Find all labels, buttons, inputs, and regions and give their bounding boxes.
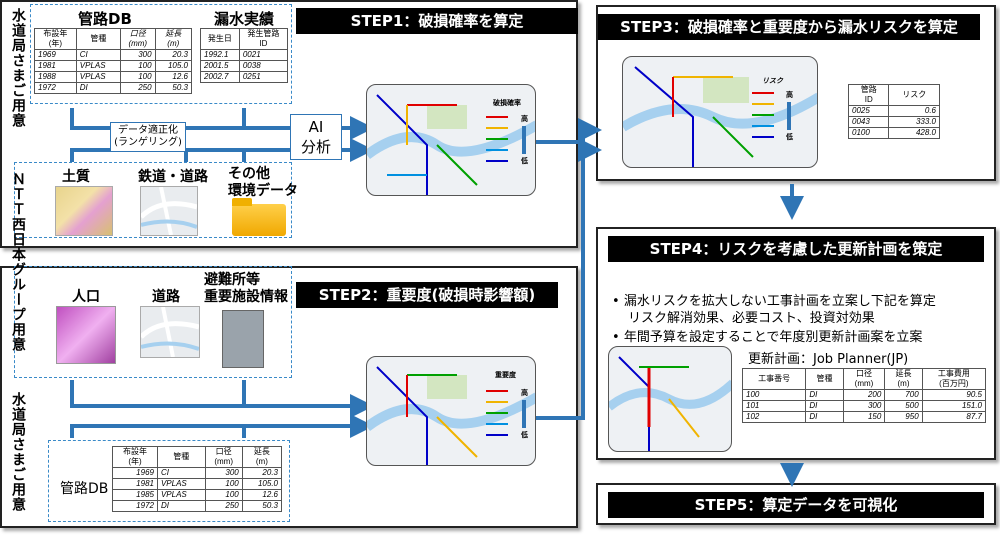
step4-map <box>608 346 732 452</box>
step3-map <box>622 56 818 168</box>
soil-label: 土質 <box>62 169 90 185</box>
step3-legend-swatches <box>752 92 774 138</box>
group-step2-data <box>14 266 292 378</box>
step1-legend-title: 破損確率 <box>493 99 521 107</box>
step2-legend-title: 重要度 <box>495 371 516 379</box>
pipe-db-title: 管路DB <box>78 10 132 28</box>
step3-legend-arrow-icon <box>787 102 791 130</box>
population-map-icon <box>56 306 116 364</box>
label-water-bureau-top: 水道局さまご用意 <box>10 8 26 128</box>
step2-map <box>366 356 536 466</box>
cleansing-box: データ適正化 (ランゲリング) <box>110 122 186 152</box>
group-pipe-db-top <box>30 4 292 104</box>
road-map-icon-2 <box>139 306 200 358</box>
step5-banner: STEP5：算定データを可視化 <box>608 492 984 518</box>
other-env-label: その他 環境データ <box>228 166 298 199</box>
population-label: 人口 <box>72 289 100 305</box>
step2-legend-arrow-icon <box>522 400 526 428</box>
folder-icon <box>232 198 286 236</box>
bottom-pipe-db-title: 管路DB <box>60 481 109 497</box>
step3-legend-low: 低 <box>786 133 793 141</box>
step1-banner: STEP1：破損確率を算定 <box>296 8 578 34</box>
step4-banner: STEP4：リスクを考慮した更新計画を策定 <box>608 236 984 262</box>
label-water-bureau-bottom: 水道局さまご用意 <box>10 392 26 512</box>
road-map-icon <box>139 186 198 236</box>
ai-analysis-box: AI 分析 <box>290 114 342 160</box>
job-planner-title: 更新計画：Job Planner(JP) <box>748 352 909 367</box>
step4-bullet-1-sub: リスク解消効果、必要コスト、投資対効果 <box>628 311 875 326</box>
soil-map-icon <box>55 186 113 236</box>
group-ntt <box>14 162 292 238</box>
step1-map <box>366 84 536 196</box>
step3-legend-title: リスク <box>762 77 783 85</box>
step1-legend-arrow-icon <box>522 126 526 154</box>
step1-legend-swatches <box>486 116 508 162</box>
step3-legend-high: 高 <box>786 91 793 99</box>
step1-legend-high: 高 <box>521 115 528 123</box>
rail-road-label: 鉄道・道路 <box>138 169 208 185</box>
step2-legend-low: 低 <box>521 431 528 439</box>
step2-banner: STEP2：重要度(破損時影響額) <box>296 282 558 308</box>
building-icon <box>222 310 264 368</box>
step4-bullet-1: • 漏水リスクを拡大しない工事計画を立案し下記を算定 <box>612 294 936 309</box>
step3-banner: STEP3：破損確率と重要度から漏水リスクを算定 <box>598 14 980 40</box>
road-label: 道路 <box>152 289 180 305</box>
step4-bullet-2: • 年間予算を設定することで年度別更新計画案を立案 <box>612 330 923 345</box>
leak-records-title: 漏水実績 <box>214 10 275 28</box>
step2-legend-high: 高 <box>521 389 528 397</box>
step1-legend-low: 低 <box>521 157 528 165</box>
facilities-label: 避難所等 重要施設情報 <box>204 272 288 305</box>
label-ntt: ＮＴＴ西日本グループ用意 <box>10 172 26 352</box>
step2-legend-swatches <box>486 390 508 436</box>
group-pipe-db-bottom <box>48 440 290 522</box>
